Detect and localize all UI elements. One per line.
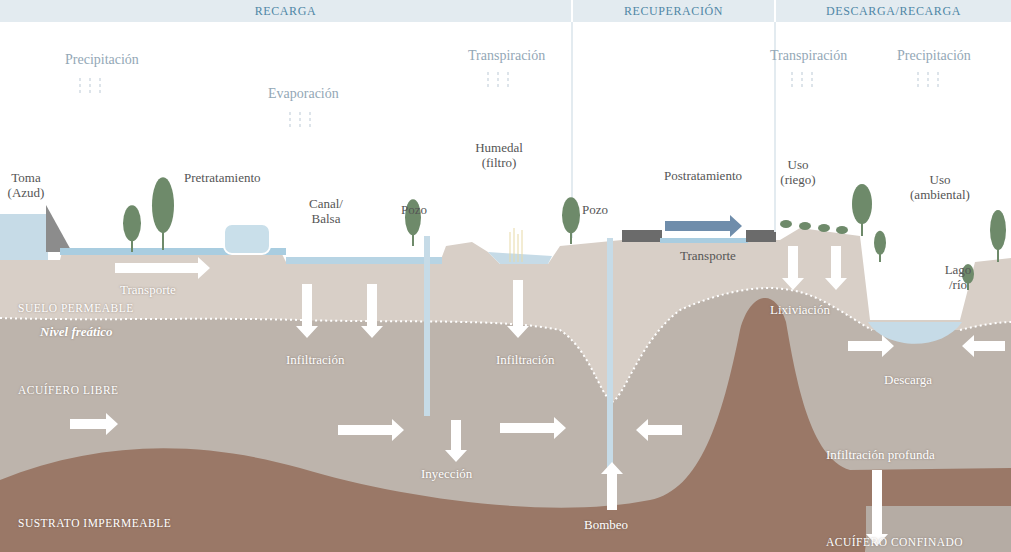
- canal-basin: [286, 257, 442, 264]
- water-table-line: [0, 288, 1011, 402]
- sky-mark: [507, 72, 509, 88]
- shrub: [780, 220, 792, 228]
- pretreatment-tank: [224, 224, 270, 254]
- flow-label: Infiltración: [286, 352, 344, 367]
- sky-mark: [289, 112, 291, 128]
- place-label: Pretratamiento: [184, 170, 261, 185]
- sky-mark: [89, 78, 91, 94]
- wetland-reeds: [510, 228, 522, 262]
- sky-mark: [79, 78, 81, 94]
- flow-label: Lixiviación: [770, 302, 830, 317]
- reservoir-water: [0, 214, 48, 260]
- place-label: Lago /río: [936, 262, 980, 292]
- flow-label: Inyección: [421, 466, 472, 481]
- aquifer-layer: [0, 288, 1011, 552]
- flow-arrow: [70, 413, 118, 435]
- shrub: [836, 226, 848, 234]
- tree: [123, 205, 141, 241]
- sky-mark: [811, 72, 813, 88]
- place-label: Uso (riego): [772, 157, 824, 187]
- flow-arrow: [115, 257, 210, 279]
- section-title: RECARGA: [255, 4, 317, 19]
- sky-mark: [937, 72, 939, 88]
- sky-mark: [791, 72, 793, 88]
- tree: [852, 184, 872, 224]
- wetland-water: [488, 252, 552, 264]
- flow-arrow: [601, 462, 623, 510]
- place-label: Pozo: [401, 202, 427, 217]
- place-label: Pozo: [582, 202, 608, 217]
- section-band: RECARGA: [0, 0, 571, 22]
- layer-label: SUSTRATO IMPERMEABLE: [18, 516, 171, 531]
- layer-label: ACUÍFERO LIBRE: [18, 383, 119, 398]
- place-label: Humedal (filtro): [466, 140, 532, 170]
- section-band: DESCARGA/RECARGA: [776, 0, 1011, 22]
- flow-arrow: [848, 335, 894, 357]
- flow-label: Descarga: [884, 372, 932, 387]
- flow-label: Infiltración: [496, 352, 554, 367]
- tree: [562, 197, 580, 233]
- flow-arrow: [338, 419, 404, 441]
- soil-layer: [0, 228, 1011, 552]
- flow-arrow: [636, 419, 682, 441]
- sky-mark: [299, 112, 301, 128]
- layer-label: SUELO PERMEABLE: [18, 301, 134, 316]
- sky-label: Evaporación: [268, 86, 339, 101]
- sky-label: Precipitación: [65, 52, 139, 67]
- flow-arrow: [361, 284, 383, 338]
- flow-arrow: [445, 420, 467, 462]
- layer-label: Nivel freático: [40, 324, 113, 339]
- transport-pipe: [660, 238, 748, 243]
- sky-mark: [927, 72, 929, 88]
- layer-label: ACUÍFERO CONFINADO: [826, 535, 963, 550]
- injection-well: [424, 236, 430, 416]
- sky-mark: [99, 78, 101, 94]
- pumping-well: [607, 238, 613, 468]
- section-title: RECUPERACIÓN: [624, 4, 723, 19]
- sky-label: Transpiración: [770, 48, 847, 63]
- flow-arrow: [782, 246, 804, 290]
- sky-mark: [487, 72, 489, 88]
- section-band: RECUPERACIÓN: [573, 0, 774, 22]
- flow-arrow: [962, 335, 1005, 357]
- flow-label: Transporte: [120, 282, 176, 297]
- place-label: Transporte: [680, 248, 736, 263]
- section-title: DESCARGA/RECARGA: [826, 4, 961, 19]
- place-label: Canal/ Balsa: [300, 196, 352, 226]
- sky-label: Transpiración: [468, 48, 545, 63]
- flow-arrow: [665, 215, 742, 237]
- flow-label: Infiltración profunda: [826, 447, 935, 462]
- flow-arrow: [500, 417, 566, 439]
- sky-mark: [309, 112, 311, 128]
- place-label: Toma (Azud): [0, 170, 52, 200]
- flow-arrow: [507, 280, 529, 338]
- shrub: [799, 222, 811, 230]
- flow-arrow: [866, 470, 888, 546]
- tree: [874, 231, 886, 255]
- dam: [46, 205, 72, 252]
- sky-label: Precipitación: [897, 48, 971, 63]
- sky-mark: [801, 72, 803, 88]
- tree: [990, 210, 1006, 250]
- post-treatment-plant: [622, 230, 662, 242]
- place-label: Postratamiento: [664, 168, 742, 183]
- tree: [152, 177, 174, 233]
- flow-label: Bombeo: [584, 517, 628, 532]
- shrub: [818, 224, 830, 232]
- sky-mark: [497, 72, 499, 88]
- post-treatment-plant: [746, 230, 776, 242]
- flow-arrow: [825, 246, 847, 290]
- substrate-layer: [0, 298, 1011, 552]
- place-label: Uso (ambiental): [900, 172, 980, 202]
- sky-mark: [917, 72, 919, 88]
- flow-arrow: [296, 284, 318, 338]
